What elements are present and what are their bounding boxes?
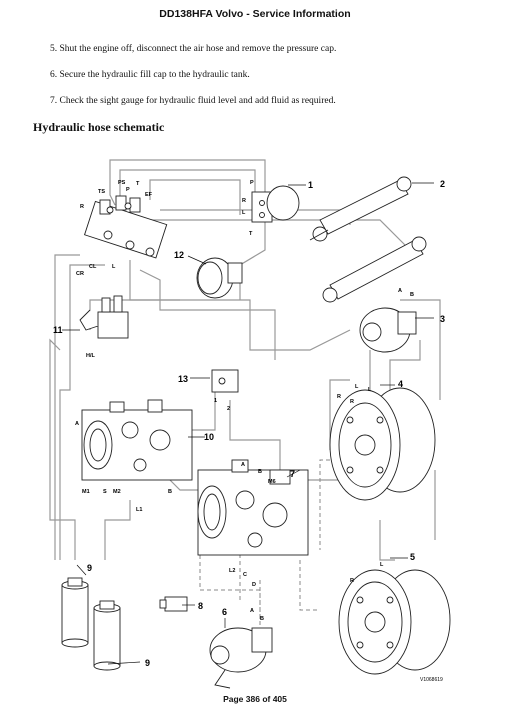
port-label: L <box>355 384 359 390</box>
filter-9-left <box>61 577 89 648</box>
figure-reference: V1068619 <box>420 677 443 683</box>
callout-2: 2 <box>440 179 445 189</box>
port-label: T <box>249 231 253 237</box>
port-label: L1 <box>136 507 142 513</box>
port-label: 2 <box>227 406 230 412</box>
port-label: CL <box>89 264 97 270</box>
cylinder-2-upper <box>309 176 412 242</box>
callout-6: 6 <box>222 607 227 617</box>
port-label: M1 <box>82 489 90 495</box>
port-label: P <box>250 180 254 186</box>
callout-12: 12 <box>174 250 184 260</box>
port-label: R <box>242 198 246 204</box>
port-label: B <box>168 489 172 495</box>
port-label: TS <box>98 189 105 195</box>
document-header: DD138HFA Volvo - Service Information <box>159 8 351 20</box>
pilot-block-1 <box>251 185 300 223</box>
callout-1: 1 <box>308 180 313 190</box>
port-label: R <box>350 399 354 405</box>
callout-7: 7 <box>290 469 295 479</box>
callout-3: 3 <box>440 314 445 324</box>
callout-5: 5 <box>410 552 415 562</box>
pump-3 <box>359 307 417 353</box>
port-label: R <box>80 204 84 210</box>
port-label: L2 <box>229 568 235 574</box>
step-7: 7. Check the sight gauge for hydraulic f… <box>50 96 336 106</box>
section-title: Hydraulic hose schematic <box>33 120 165 134</box>
solenoid-valve-11 <box>79 295 129 339</box>
callout-8: 8 <box>198 601 203 611</box>
callout-11: 11 <box>53 325 63 335</box>
port-label: A <box>241 462 245 468</box>
port-label: R <box>350 578 354 584</box>
cylinder-2-lower <box>322 236 427 303</box>
page-footer: Page 386 of 405 <box>223 694 287 704</box>
port-label: L <box>112 264 116 270</box>
main-control-valve <box>83 195 168 259</box>
port-label: A <box>250 608 254 614</box>
port-label: C <box>243 572 247 578</box>
callout-4: 4 <box>398 379 403 389</box>
port-label: M6 <box>268 479 276 485</box>
block-13 <box>211 369 239 393</box>
port-label: A <box>398 288 402 294</box>
port-label: B <box>410 292 414 298</box>
port-label: A <box>75 421 79 427</box>
port-label: EF <box>145 192 153 198</box>
port-label: S <box>103 489 107 495</box>
pump-6 <box>209 627 273 689</box>
port-label: P <box>126 187 130 193</box>
port-label: H/L <box>86 353 96 359</box>
port-label: B <box>258 469 262 475</box>
port-label: L <box>380 562 384 568</box>
port-label: L <box>242 210 246 216</box>
port-label: 1 <box>214 398 217 404</box>
pump-10 <box>81 399 193 481</box>
port-label: L <box>368 387 372 393</box>
step-6: 6. Secure the hydraulic fill cap to the … <box>50 70 250 80</box>
accumulator-12 <box>196 257 243 299</box>
port-label: PS <box>118 180 126 186</box>
fitting-8 <box>159 596 188 612</box>
step-5: 5. Shut the engine off, disconnect the a… <box>50 44 337 54</box>
callout-9-bottom: 9 <box>145 658 150 668</box>
port-label: R <box>337 394 341 400</box>
filter-9-right <box>93 600 121 671</box>
port-label: T <box>136 181 140 187</box>
callout-13: 13 <box>178 374 188 384</box>
callout-9-top: 9 <box>87 563 92 573</box>
port-label: B <box>260 616 264 622</box>
pump-7 <box>197 459 309 556</box>
port-label: D <box>252 582 256 588</box>
motor-4 <box>329 387 436 501</box>
callout-10: 10 <box>204 432 214 442</box>
motor-5 <box>338 569 451 675</box>
port-label: CR <box>76 271 84 277</box>
port-label: M2 <box>113 489 121 495</box>
